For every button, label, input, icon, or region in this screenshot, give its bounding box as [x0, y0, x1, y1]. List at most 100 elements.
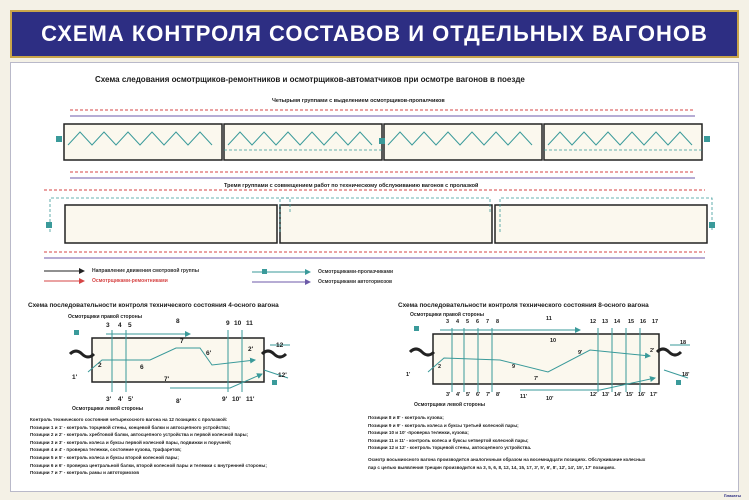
num-3p: 3' [106, 396, 112, 403]
e-num-7pp: 7' [486, 392, 491, 398]
e-num-11: 11 [546, 316, 552, 322]
num-4p: 4' [118, 396, 124, 403]
e-num-8: 8 [496, 319, 500, 325]
num-12p: 12' [278, 372, 287, 379]
e-num-7p: 7' [534, 376, 539, 382]
num-9: 9 [226, 320, 230, 327]
end-marker-right-2 [709, 222, 715, 228]
e-num-6: 6 [476, 319, 480, 325]
title-banner: СХЕМА КОНТРОЛЯ СОСТАВОВ И ОТДЕЛЬНЫХ ВАГО… [10, 10, 739, 58]
e-num-1p: 1' [406, 372, 411, 378]
end-marker-right [704, 136, 710, 142]
teal-loop-2 [279, 197, 491, 232]
num-10: 10 [234, 320, 242, 327]
num-1p: 1' [72, 374, 78, 381]
four-axle-title: Схема последовательности контроля технич… [28, 302, 279, 309]
eight-axle-left-side: Осмотрщики левой стороны [414, 402, 486, 408]
eight-axle-notes: Позиции 8 и 8' - контроль кузова; Позици… [368, 415, 646, 470]
num-7p: 7' [164, 376, 170, 383]
num-6: 6 [140, 364, 144, 371]
e-num-13p: 13' [602, 392, 610, 398]
e-num-7: 7 [486, 319, 490, 325]
num-2: 2 [98, 362, 102, 369]
e-num-10p: 10' [546, 396, 554, 402]
page-title: СХЕМА КОНТРОЛЯ СОСТАВОВ И ОТДЕЛЬНЫХ ВАГО… [41, 21, 708, 46]
e-num-4: 4 [456, 319, 460, 325]
end-marker-left [56, 136, 62, 142]
legend-brakes: Осмотрщиками автотормозов [318, 279, 393, 285]
num-3: 3 [106, 322, 110, 329]
num-11p: 11' [246, 396, 255, 403]
num-12: 12 [276, 342, 284, 349]
e-num-16p: 16' [638, 392, 646, 398]
e-num-18: 18 [680, 340, 687, 346]
zigzag-3 [387, 131, 533, 146]
subtitle-three-groups: Тремя группами с совмещением работ по те… [224, 183, 479, 189]
e-num-2: 2 [438, 364, 442, 370]
route-8-a [427, 349, 651, 373]
end-marker-left-2 [46, 222, 52, 228]
teal-loop-3 [499, 197, 713, 232]
train-four-groups [56, 109, 710, 179]
wagon-6 [279, 204, 493, 244]
four-axle-left-side: Осмотрщики левой стороны [72, 406, 144, 412]
num-7: 7 [180, 338, 184, 345]
e-num-13: 13 [602, 319, 609, 325]
e-num-11p: 11' [520, 394, 528, 400]
legend-square-crawler [262, 269, 267, 274]
mid-marker [379, 138, 385, 144]
num-5: 5 [128, 322, 132, 329]
teal-loop-1 [49, 197, 291, 232]
e-num-12: 12 [590, 319, 597, 325]
top-section-title: Схема следования осмотрщиков-ремонтников… [95, 75, 525, 84]
coupler-left-8 [408, 347, 436, 357]
e-num-5p: 5' [466, 392, 471, 398]
num-5p: 5' [128, 396, 134, 403]
num-9p: 9' [222, 396, 228, 403]
e-num-9p: 9' [578, 350, 583, 356]
e-num-4p: 4' [456, 392, 461, 398]
four-axle-notes: Контроль технического состояния четырехо… [30, 417, 267, 476]
e-num-3p: 3' [446, 392, 451, 398]
zigzag-2 [227, 131, 373, 146]
coupler-left-4 [68, 349, 96, 359]
e-num-18p: 18' [682, 372, 690, 378]
subtitle-four-groups: Четырьмя группами с выделением осмотрщик… [272, 98, 445, 104]
legend-crawlers: Осмотрщиками-пролазчиками [318, 269, 394, 275]
e-num-8p: 8' [496, 392, 501, 398]
eight-axle-title: Схема последовательности контроля технич… [398, 302, 649, 309]
e-num-14: 14 [614, 319, 621, 325]
num-11: 11 [246, 320, 253, 327]
route-4-a [87, 347, 256, 373]
legend-graphics [44, 268, 311, 285]
wagon-7 [494, 204, 708, 244]
four-axle-right-side: Осмотрщики правой стороны [68, 314, 142, 320]
e-num-14p: 14' [614, 392, 622, 398]
e-num-3: 3 [446, 319, 450, 325]
e-num-12p: 12' [590, 392, 598, 398]
e-num-6p: 6' [476, 392, 481, 398]
num-8p: 8' [176, 398, 182, 405]
num-4: 4 [118, 322, 122, 329]
four-axle-diagram [68, 330, 290, 392]
legend-repairers: Осмотрщиками-ремонтниками [92, 278, 168, 284]
zigzag-4 [547, 131, 693, 146]
e-num-5: 5 [466, 319, 470, 325]
train-three-groups [44, 189, 715, 259]
e-num-17p: 17' [650, 392, 658, 398]
legend-direction: Направление движения смотровой группы [92, 268, 199, 274]
e-num-17: 17 [652, 319, 659, 325]
num-8: 8 [176, 318, 180, 325]
num-2p: 2' [248, 346, 254, 353]
e-num-10: 10 [550, 338, 557, 344]
coupler-right-4 [260, 349, 288, 359]
eight-axle-right-side: Осмотрщики правой стороны [410, 312, 484, 318]
coupler-right-8 [655, 347, 683, 357]
wagon-5 [64, 204, 278, 244]
e-num-15p: 15' [626, 392, 634, 398]
publisher-logo: Плакаты [723, 493, 741, 498]
eight-axle-diagram [408, 326, 690, 392]
e-num-15: 15 [628, 319, 635, 325]
